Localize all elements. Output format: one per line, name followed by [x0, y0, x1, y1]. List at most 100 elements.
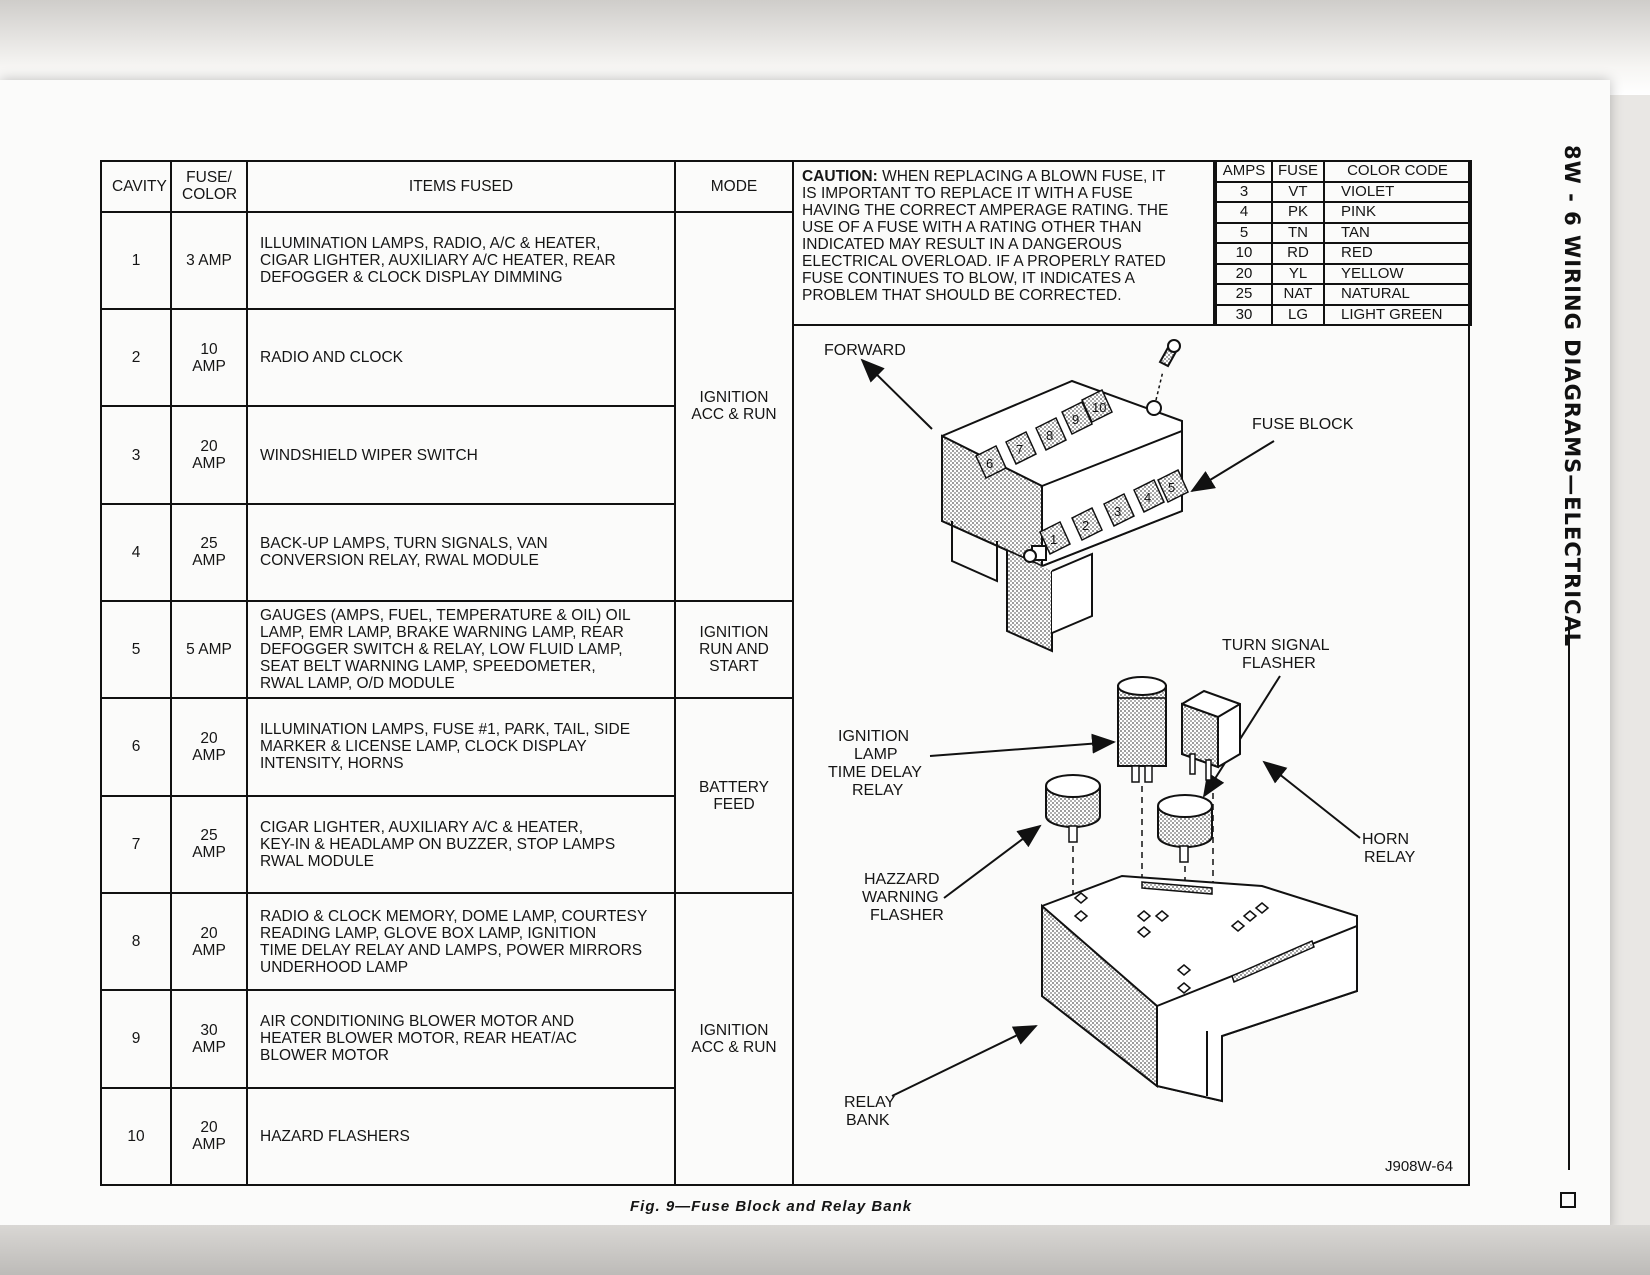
items-fused-cell: RADIO AND CLOCK — [246, 308, 676, 408]
text-line: ILLUMINATION LAMPS, FUSE #1, PARK, TAIL,… — [260, 721, 631, 739]
color-code-cell: 20 — [1215, 262, 1273, 285]
text-line: RADIO & CLOCK MEMORY, DOME LAMP, COURTES… — [260, 907, 648, 925]
fuse-cavity-slot — [1035, 416, 1067, 452]
figure-caption: Fig. 9—Fuse Block and Relay Bank — [630, 1198, 913, 1215]
fuse-cavity-slot — [1103, 492, 1135, 528]
fuse-cell: 3 AMP — [170, 210, 248, 311]
section-rule — [1568, 630, 1570, 1170]
color-code-cell: VT — [1271, 180, 1325, 203]
relay-bank-arrow — [891, 1025, 1038, 1097]
relay-bank-drawing — [1041, 874, 1358, 1103]
turn-signal-arrow — [1202, 675, 1281, 798]
label-relay-2: BANK — [846, 1112, 890, 1129]
turn-signal-flasher — [1157, 794, 1213, 863]
label-horn-2: RELAY — [1364, 849, 1416, 866]
color-code-cell: LIGHT GREEN — [1323, 303, 1472, 326]
label-turn-signal-1: TURN SIGNAL — [1222, 637, 1330, 654]
header-fuse-line2: COLOR — [182, 186, 238, 204]
fuse-cavity-slot — [1133, 478, 1165, 514]
header-fuse-line1: FUSE/ — [186, 169, 232, 187]
label-ign-4: RELAY — [852, 782, 904, 799]
color-code-cell: LG — [1271, 303, 1325, 326]
figure-id: J908W-64 — [1385, 1158, 1454, 1175]
text-line: RADIO AND CLOCK — [260, 349, 403, 367]
horn-relay — [1181, 689, 1241, 781]
text-line: LAMP, EMR LAMP, BRAKE WARNING LAMP, REAR — [260, 624, 624, 642]
color-code-cell: RED — [1323, 242, 1472, 265]
text-line: MARKER & LICENSE LAMP, CLOCK DISPLAY — [260, 738, 587, 756]
label-horn-1: HORN — [1362, 831, 1409, 848]
fuse-cavity-number: 3 — [1114, 504, 1121, 519]
color-code-header-cell: FUSE — [1271, 160, 1325, 183]
fuse-cavity-slot — [1081, 388, 1113, 424]
items-fused-cell: WINDSHIELD WIPER SWITCH — [246, 405, 676, 505]
ign-relay-arrow — [929, 733, 1116, 757]
color-code-cell: 10 — [1215, 242, 1273, 265]
color-code-cell: 3 — [1215, 180, 1273, 203]
text-line: KEY-IN & HEADLAMP ON BUZZER, STOP LAMPS — [260, 835, 616, 853]
text-line: CIGAR LIGHTER, AUXILIARY A/C HEATER, REA… — [260, 251, 616, 269]
header-items-fused: ITEMS FUSED — [246, 160, 676, 213]
cavity-cell: 5 — [100, 600, 172, 700]
header-fuse-color: FUSE/COLOR — [170, 160, 248, 213]
caution-label: CAUTION: — [802, 168, 878, 185]
color-code-cell: PK — [1271, 201, 1325, 224]
items-fused-cell: CIGAR LIGHTER, AUXILIARY A/C & HEATER,KE… — [246, 794, 676, 894]
hazard-arrow — [943, 824, 1042, 899]
fuse-cavity-slot — [1005, 430, 1037, 466]
fuse-cavity-slot — [1061, 400, 1093, 436]
fuse-block-arrow — [1190, 440, 1275, 493]
color-code-cell: TAN — [1323, 221, 1472, 244]
color-code-cell: YELLOW — [1323, 262, 1472, 285]
fuse-cell: 25 AMP — [170, 794, 248, 894]
cavity-cell: 7 — [100, 794, 172, 894]
text-line: ILLUMINATION LAMPS, RADIO, A/C & HEATER, — [260, 234, 601, 252]
label-ign-3: TIME DELAY — [828, 764, 922, 781]
fuse-cavity-number: 5 — [1168, 480, 1175, 495]
fuse-cell: 25 AMP — [170, 502, 248, 603]
page-marker-box — [1560, 1192, 1576, 1208]
label-turn-signal-2: FLASHER — [1242, 655, 1316, 672]
fuse-cavity-number: 8 — [1046, 428, 1053, 443]
text-line: BATTERY — [698, 778, 770, 796]
label-fuse-block: FUSE BLOCK — [1252, 416, 1354, 433]
color-code-cell: 4 — [1215, 201, 1273, 224]
horn-relay-arrow — [1262, 760, 1361, 839]
items-fused-cell: RADIO & CLOCK MEMORY, DOME LAMP, COURTES… — [246, 891, 676, 992]
caution-line: HAVING THE CORRECT AMPERAGE RATING. THE — [802, 202, 1169, 219]
fuse-cavity-number: 10 — [1092, 400, 1106, 415]
fuse-cell: 30 AMP — [170, 989, 248, 1089]
items-fused-cell: HAZARD FLASHERS — [246, 1086, 676, 1187]
label-haz-2: WARNING — [862, 889, 939, 906]
caution-line: IS IMPORTANT TO REPLACE IT WITH A FUSE — [802, 185, 1133, 202]
caution-line: FUSE CONTINUES TO BLOW, IT INDICATES A — [802, 270, 1136, 287]
color-code-header-cell: COLOR CODE — [1323, 160, 1472, 183]
caution-line: USE OF A FUSE WITH A RATING OTHER THAN — [802, 219, 1142, 236]
fuse-cavity-number: 2 — [1082, 518, 1089, 533]
text-line: DEFOGGER & CLOCK DISPLAY DIMMING — [260, 268, 563, 286]
text-line: BLOWER MOTOR — [260, 1047, 389, 1065]
text-line: FEED — [713, 795, 755, 813]
fuse-cavity-number: 1 — [1050, 532, 1057, 547]
text-line: ACC & RUN — [691, 1038, 777, 1056]
text-line: CIGAR LIGHTER, AUXILIARY A/C & HEATER, — [260, 818, 584, 836]
page-bottom-edge — [0, 1225, 1650, 1275]
text-line: ACC & RUN — [691, 406, 777, 424]
fuse-cell: 20 AMP — [170, 1086, 248, 1187]
text-line: DEFOGGER SWITCH & RELAY, LOW FLUID LAMP, — [260, 641, 623, 659]
color-code-cell: PINK — [1323, 201, 1472, 224]
fuse-cell: 10 AMP — [170, 308, 248, 408]
fuse-cell: 5 AMP — [170, 600, 248, 700]
